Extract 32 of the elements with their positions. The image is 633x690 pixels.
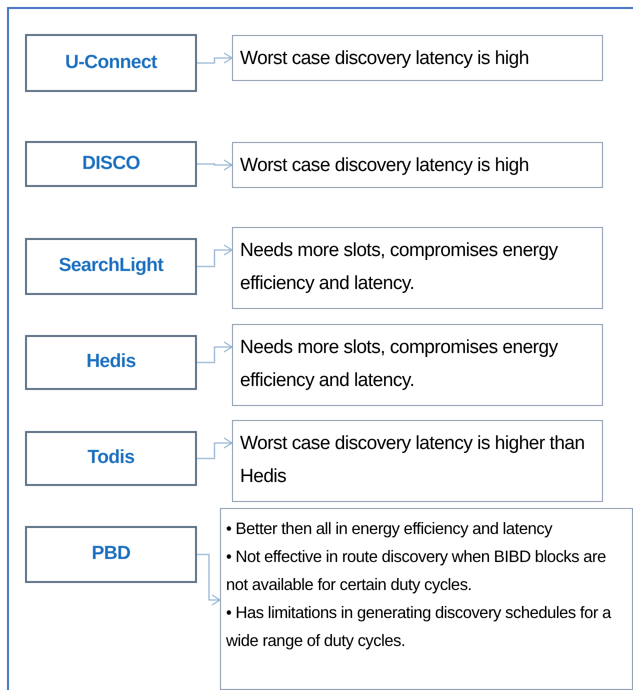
description-box (220, 508, 633, 690)
description-text: Worst case discovery latency is high (240, 154, 530, 178)
description-box (232, 35, 603, 81)
arrow (197, 341, 233, 364)
protocol-box (25, 335, 197, 390)
protocol-name: Todis (88, 446, 134, 470)
protocol-box (25, 526, 197, 583)
protocol-box (25, 431, 197, 486)
protocol-name: Hedis (86, 350, 136, 374)
description-text: Worst case discovery latency is higher than Hedis (240, 432, 586, 489)
description-text: Needs more slots, compromises energy efficiency and latency. (240, 336, 559, 393)
protocol-name: DISCO (82, 152, 140, 176)
description-text: • Has limitations in generating discovery schedules for a wide range of duty cycles. (226, 603, 612, 652)
arrow (197, 554, 221, 606)
protocol-box (25, 141, 197, 187)
description-text: Needs more slots, compromises energy efficiency and latency. (240, 239, 559, 296)
protocol-name: SearchLight (58, 254, 164, 278)
description-box (232, 324, 603, 406)
description-box (232, 227, 603, 309)
arrow (197, 244, 233, 268)
protocol-box (25, 238, 197, 295)
arrow (197, 159, 233, 171)
arrow (197, 52, 233, 64)
description-text: Worst case discovery latency is high (240, 47, 530, 71)
arrow (197, 437, 233, 460)
description-text: • Better then all in energy efficiency and latency (226, 519, 554, 540)
protocol-name: PBD (92, 542, 130, 566)
protocol-name: U-Connect (65, 50, 157, 75)
description-box (232, 142, 603, 188)
description-text: • Not effective in route discovery when BIBD blocks are not available for certain duty cycles. (226, 547, 607, 596)
protocol-box (25, 34, 197, 92)
description-box (232, 420, 603, 502)
